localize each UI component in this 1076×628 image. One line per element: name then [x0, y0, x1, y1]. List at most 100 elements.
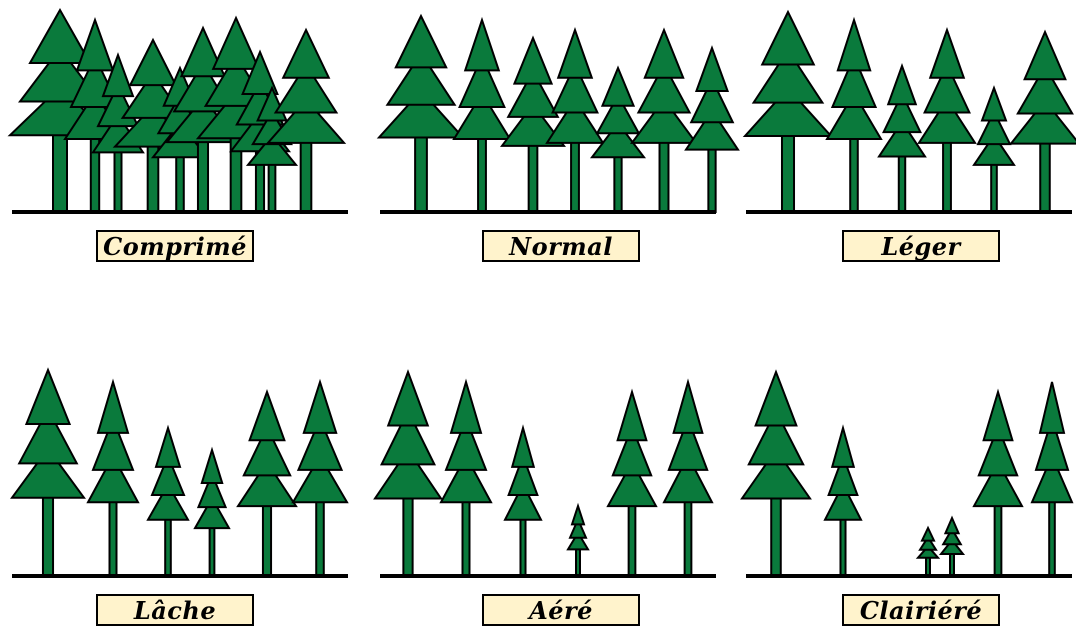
tree-trunk [115, 148, 122, 212]
tree [825, 428, 861, 576]
tree [632, 30, 696, 212]
tree-canopy-tier [396, 16, 446, 67]
tree-canopy-tier [945, 518, 958, 533]
tree-trunk [571, 139, 579, 212]
tree-trunk [263, 502, 271, 576]
label-leger: Léger [842, 230, 1000, 262]
tree-canopy-tier [602, 68, 633, 106]
tree-canopy-tier [832, 428, 854, 467]
tree-canopy-tier [213, 18, 259, 69]
tree-trunk [165, 516, 171, 576]
tree-canopy-tier [26, 370, 69, 424]
tree-canopy-tier [572, 506, 584, 524]
tree-trunk [210, 524, 215, 576]
tree-canopy-tier [888, 66, 916, 104]
tree-canopy-tier [304, 382, 336, 433]
label-normal: Normal [482, 230, 640, 262]
tree-trunk [685, 498, 692, 576]
tree [502, 38, 564, 212]
tree [974, 392, 1022, 576]
tree-canopy-tier [156, 428, 180, 467]
label-lache: Lâche [96, 594, 254, 626]
tree [1011, 32, 1076, 212]
tree-canopy-tier [982, 88, 1006, 121]
tree [918, 528, 938, 576]
tree-canopy-tier [930, 30, 964, 78]
tree-trunk [840, 516, 845, 576]
tree-canopy-tier [283, 30, 329, 78]
tree-canopy-tier [77, 20, 113, 70]
tree-trunk [53, 131, 67, 212]
tree-canopy-tier [1025, 32, 1066, 79]
tree-canopy-tier [465, 20, 499, 70]
tree-trunk [991, 161, 997, 212]
tree-trunk [110, 498, 117, 576]
tree [12, 370, 84, 576]
tree-canopy-tier [558, 30, 592, 78]
tree-canopy-tier [514, 38, 551, 84]
tree-canopy-tier [922, 528, 934, 541]
tree-trunk [301, 139, 312, 212]
tree [441, 382, 491, 576]
tree-trunk [850, 135, 858, 212]
tree [879, 66, 925, 212]
tree-trunk [269, 161, 276, 212]
tree [454, 20, 510, 212]
tree [379, 16, 463, 212]
tree [919, 30, 975, 212]
tree-canopy-tier [838, 20, 870, 70]
tree-canopy-tier [202, 450, 222, 483]
panel-2 [379, 16, 738, 212]
tree-canopy-tier [250, 392, 285, 440]
tree [974, 88, 1014, 212]
tree-canopy-tier [674, 382, 703, 433]
tree-trunk [478, 135, 486, 212]
tree-canopy-tier [618, 392, 647, 440]
tree [375, 372, 441, 576]
tree [664, 382, 712, 576]
tree [293, 382, 347, 576]
tree [88, 382, 138, 576]
label-clairiere: Clairiéré [842, 594, 1000, 626]
tree [547, 30, 603, 212]
panel-5 [375, 372, 716, 576]
tree-trunk [415, 134, 427, 212]
tree [742, 372, 810, 576]
tree [827, 20, 881, 212]
tree-trunk [463, 498, 470, 576]
tree [608, 392, 656, 576]
tree [568, 506, 588, 576]
tree-canopy-tier [98, 382, 128, 433]
tree-trunk [529, 142, 538, 212]
label-aere: Aéré [482, 594, 640, 626]
tree-trunk [782, 132, 794, 212]
tree-canopy-tier [1040, 382, 1064, 433]
tree-trunk [660, 139, 669, 212]
tree [941, 518, 963, 576]
tree-canopy-tier [30, 10, 90, 63]
tree [745, 12, 831, 212]
tree-canopy-tier [984, 392, 1013, 440]
tree [686, 48, 738, 212]
tree-trunk [995, 502, 1002, 576]
tree-canopy-tier [762, 12, 814, 64]
tree-trunk [1049, 498, 1055, 576]
tree-trunk [629, 502, 636, 576]
tree-trunk [771, 494, 781, 576]
tree-trunk [176, 153, 184, 212]
tree-trunk [614, 153, 621, 212]
tree [238, 392, 296, 576]
panel-3 [745, 12, 1076, 212]
panel-4 [12, 370, 348, 576]
tree-trunk [899, 153, 905, 212]
tree [195, 450, 229, 576]
label-comprime: Comprimé [96, 230, 254, 262]
tree [1032, 382, 1072, 576]
tree [505, 428, 541, 576]
tree-canopy-tier [512, 428, 534, 467]
tree-trunk [403, 494, 412, 576]
tree-trunk [1040, 140, 1050, 212]
tree-trunk [43, 494, 53, 576]
tree-trunk [198, 138, 208, 212]
tree-canopy-tier [696, 48, 727, 91]
